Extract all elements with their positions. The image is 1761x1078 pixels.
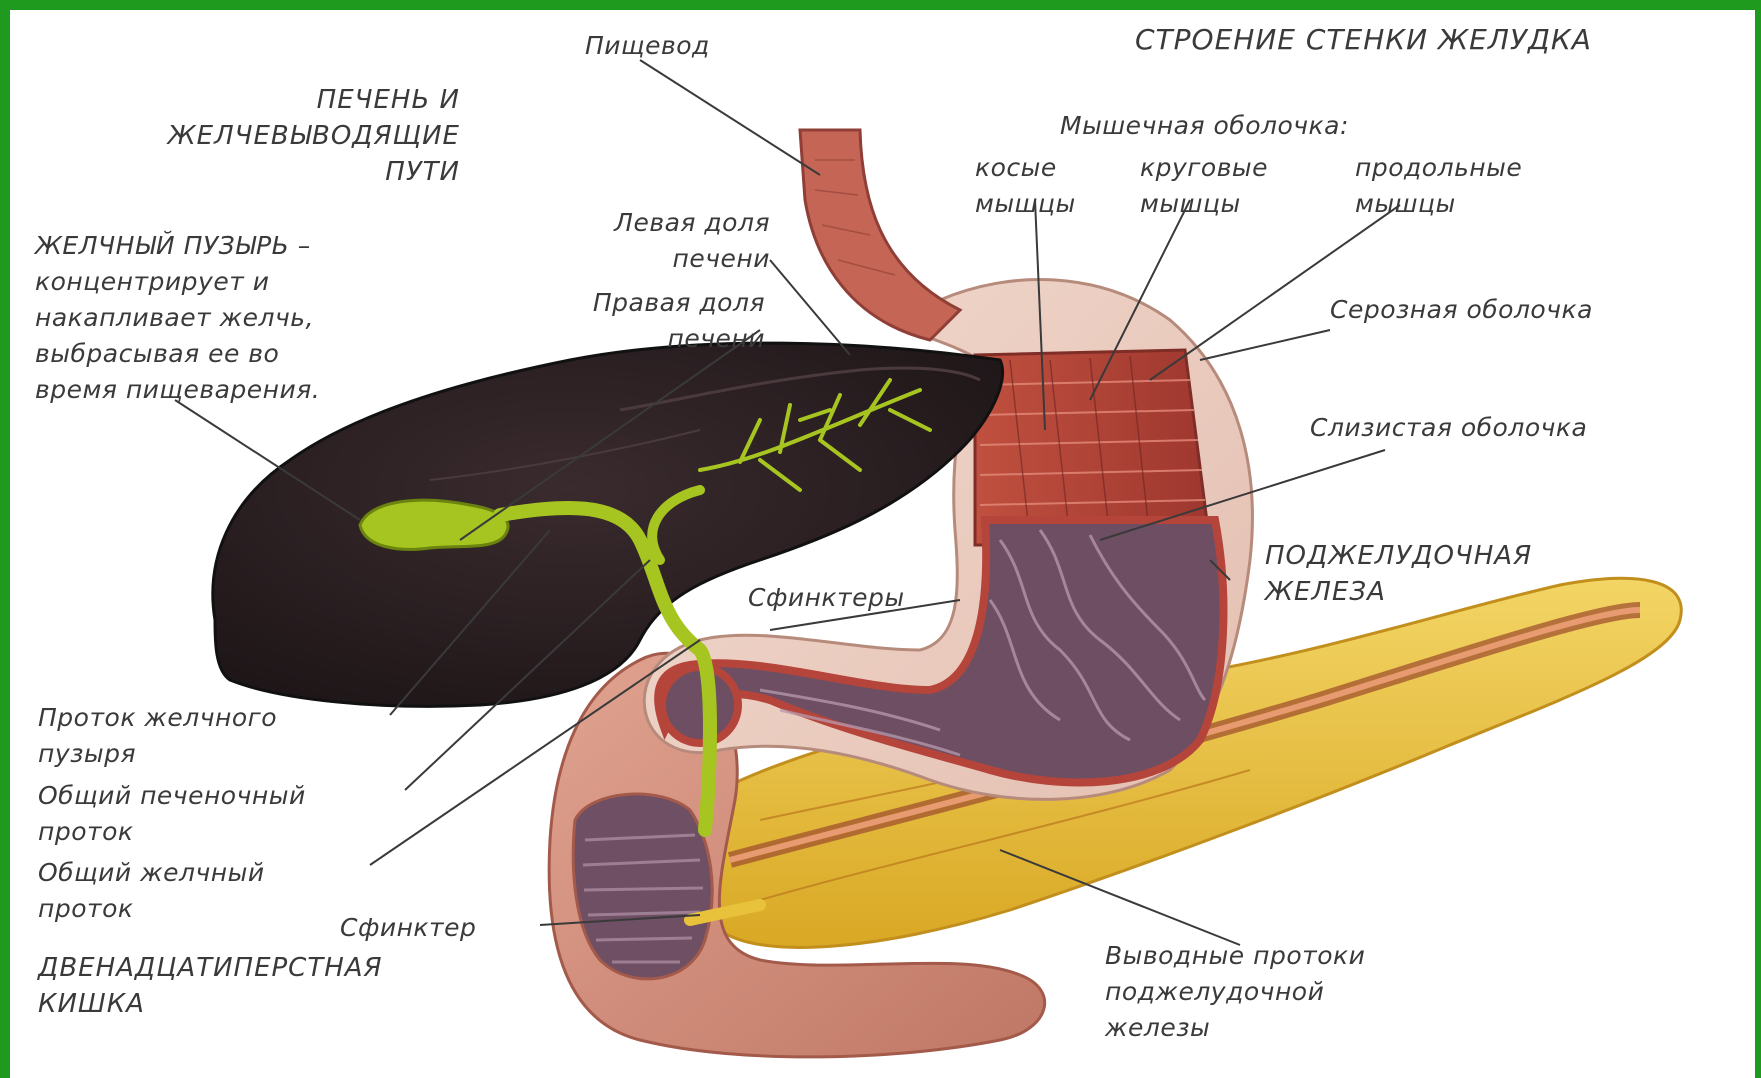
label-pancreas: ПОДЖЕЛУДОЧНАЯ ЖЕЛЕЗА	[1265, 538, 1532, 610]
liver-section-title: ПЕЧЕНЬ И ЖЕЛЧЕВЫВОДЯЩИЕ ПУТИ	[30, 82, 460, 190]
label-gallbladder: ЖЕЛЧНЫЙ ПУЗЫРЬ – концентрирует и накапли…	[35, 228, 320, 408]
label-left-lobe: Левая доля печени	[540, 205, 770, 277]
label-sphincter: Сфинктер	[340, 910, 476, 946]
label-mucous-coat: Слизистая оболочка	[1310, 410, 1587, 446]
diagram-title: СТРОЕНИЕ СТЕНКИ ЖЕЛУДКА	[1135, 22, 1592, 58]
label-common-bile-duct: Общий желчный проток	[38, 855, 265, 927]
label-duodenum: ДВЕНАДЦАТИПЕРСТНАЯ КИШКА	[38, 950, 383, 1022]
label-serous-coat: Серозная оболочка	[1330, 292, 1593, 328]
label-right-lobe: Правая доля печени	[520, 285, 765, 357]
label-muscular-coat: Мышечная оболочка:	[1060, 108, 1349, 144]
label-pancreatic-ducts: Выводные протоки поджелудочной железы	[1105, 938, 1365, 1046]
label-longitudinal-muscles: продольные мышцы	[1355, 150, 1522, 222]
label-cystic-duct: Проток желчного пузыря	[38, 700, 277, 772]
label-common-hepatic-duct: Общий печеночный проток	[38, 778, 306, 850]
label-oblique-muscles: косые мышцы	[975, 150, 1076, 222]
label-sphincters: Сфинктеры	[748, 580, 905, 616]
label-esophagus: Пищевод	[585, 28, 710, 64]
label-circular-muscles: круговые мышцы	[1140, 150, 1268, 222]
